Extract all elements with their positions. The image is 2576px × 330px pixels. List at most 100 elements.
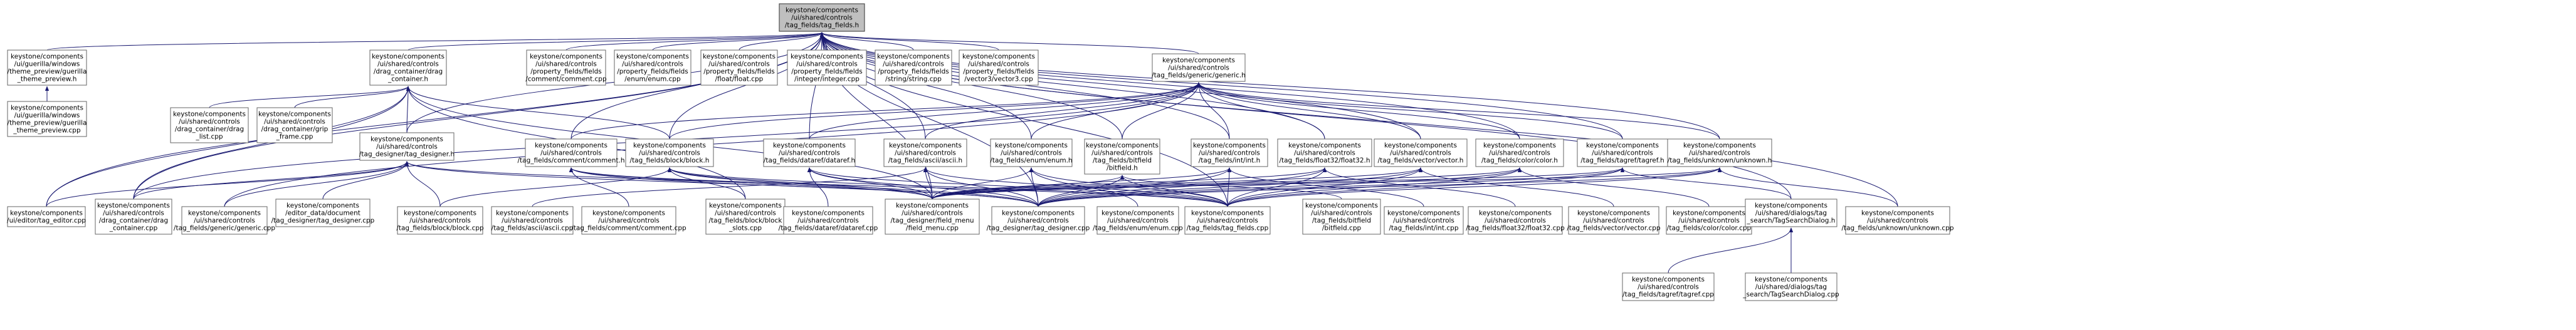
node-label-line: keystone/components [173, 111, 246, 118]
graph-node-guerilla-preview-cpp[interactable]: keystone/components/ui/guerilla/windows/… [7, 101, 87, 137]
graph-node-block-cpp[interactable]: keystone/components/ui/shared/controls/t… [396, 206, 484, 235]
node-label-line: /property_fields/fields [703, 68, 775, 76]
graph-node-tag-search-dialog-cpp[interactable]: keystone/components/ui/shared/dialogs/ta… [1742, 272, 1839, 301]
node-label-line: /tag_fields/bitfield [1312, 217, 1371, 225]
graph-node-vector3-cpp-pf[interactable]: keystone/components/ui/shared/controls/p… [959, 49, 1039, 86]
node-box [7, 49, 87, 86]
graph-node-tag-designer-cpp[interactable]: keystone/components/ui/shared/controls/t… [987, 206, 1090, 235]
graph-node-generic-h[interactable]: keystone/components/ui/shared/controls/t… [1152, 53, 1246, 82]
node-label-line: keystone/components [11, 53, 83, 61]
graph-node-drag-container-cpp[interactable]: keystone/components/ui/shared/controls/d… [95, 199, 172, 235]
graph-node-color-h[interactable]: keystone/components/ui/shared/controls/t… [1475, 138, 1564, 167]
node-box [883, 138, 967, 167]
node-label-line: /bitfield.h [1107, 165, 1138, 172]
node-label-line: keystone/components [404, 210, 476, 217]
graph-node-enum-h[interactable]: keystone/components/ui/shared/controls/t… [990, 138, 1073, 167]
graph-node-doc-tag-designer-cpp[interactable]: keystone/components/editor_data/document… [271, 199, 375, 227]
edge-float-cpp-pf-to-root [739, 32, 824, 51]
node-box [959, 49, 1039, 86]
graph-node-tagref-cpp[interactable]: keystone/components/ui/shared/controls/t… [1622, 272, 1715, 301]
graph-node-bitfield-cpp[interactable]: keystone/components/ui/shared/controls/t… [1302, 199, 1381, 235]
graph-node-bitfield-h[interactable]: keystone/components/ui/shared/controls/t… [1084, 138, 1160, 175]
graph-node-block-slots-cpp[interactable]: keystone/components/ui/shared/controls/t… [705, 199, 786, 235]
node-label-line: keystone/components [535, 142, 607, 150]
graph-node-guerilla-preview-h[interactable]: keystone/components/ui/guerilla/windows/… [7, 49, 87, 86]
node-box [625, 138, 714, 167]
node-label-line: _container.h [387, 76, 428, 83]
node-label-line: /field_menu.cpp [906, 225, 959, 232]
graph-node-comment-cpp-pf[interactable]: keystone/components/ui/shared/controls/p… [525, 49, 607, 86]
node-box [1084, 138, 1160, 175]
graph-node-enum-cpp[interactable]: keystone/components/ui/shared/controls/t… [1093, 206, 1183, 235]
graph-node-ascii-h[interactable]: keystone/components/ui/shared/controls/t… [883, 138, 967, 167]
node-label-line: keystone/components [1577, 210, 1650, 217]
graph-node-drag-container-h[interactable]: keystone/components/ui/shared/controls/d… [369, 49, 447, 86]
node-label-line: /tag_fields/tagref/tagref.h [1580, 157, 1664, 165]
node-label-line: /drag_container/drag [175, 126, 244, 133]
node-label-line: /ui/shared/controls [1311, 210, 1372, 217]
edge-string-cpp-pf-to-root [819, 32, 914, 51]
node-label-line: /ui/editor/tag_editor.cpp [7, 217, 86, 225]
graph-node-unknown-h[interactable]: keystone/components/ui/shared/controls/t… [1667, 138, 1772, 167]
graph-node-comment-h[interactable]: keystone/components/ui/shared/controls/t… [518, 138, 625, 167]
edge-tagref-cpp-to-tag-search-dialog-h [1668, 227, 1794, 274]
graph-node-float32-h[interactable]: keystone/components/ui/shared/controls/t… [1277, 138, 1372, 167]
graph-node-int-cpp[interactable]: keystone/components/ui/shared/controls/t… [1384, 206, 1464, 235]
edge-tag-editor-cpp-to-drag-container-h [46, 86, 411, 207]
node-box [1184, 206, 1271, 235]
edge-tag-fields-cpp-to-block-h [668, 167, 1228, 207]
graph-node-root[interactable]: keystone/components/ui/shared/controls/t… [779, 3, 865, 32]
graph-node-string-cpp-pf[interactable]: keystone/components/ui/shared/controls/p… [875, 49, 952, 86]
graph-node-grip-frame-cpp[interactable]: keystone/components/ui/shared/controls/d… [256, 107, 333, 143]
node-box [95, 199, 172, 235]
graph-node-drag-list-cpp[interactable]: keystone/components/ui/shared/controls/d… [170, 107, 249, 143]
graph-node-int-h[interactable]: keystone/components/ui/shared/controls/t… [1191, 138, 1268, 167]
graph-node-ascii-cpp[interactable]: keystone/components/ui/shared/controls/t… [491, 206, 574, 235]
graph-node-color-cpp[interactable]: keystone/components/ui/shared/controls/t… [1666, 206, 1752, 235]
node-label-line: /tag_fields/generic/generic.cpp [174, 225, 275, 232]
edge-bitfield-h-to-generic-h [1122, 82, 1201, 140]
edge-block-h-to-drag-container-h [406, 86, 670, 140]
node-label-line: /ui/shared/controls [179, 118, 240, 126]
edge-float32-h-to-generic-h [1196, 82, 1325, 140]
graph-node-tag-fields-cpp[interactable]: keystone/components/ui/shared/controls/t… [1184, 206, 1271, 235]
graph-node-tag-search-dialog-h[interactable]: keystone/components/ui/shared/dialogs/ta… [1745, 199, 1837, 227]
graph-node-vector-h[interactable]: keystone/components/ui/shared/controls/t… [1374, 138, 1468, 167]
edge-enum-cpp-to-enum-h [1029, 167, 1138, 207]
edge-tag-designer-cpp-to-color-h [1038, 167, 1522, 207]
graph-node-enum-cpp-pf[interactable]: keystone/components/ui/shared/controls/p… [614, 49, 691, 86]
node-label-line: /vector3/vector3.cpp [964, 76, 1033, 83]
graph-node-field-menu-cpp[interactable]: keystone/components/ui/shared/controls/t… [885, 199, 980, 235]
node-label-line: keystone/components [877, 53, 950, 61]
edge-field-menu-cpp-to-int-h [932, 167, 1232, 200]
node-label-line: /ui/shared/controls [1638, 284, 1699, 291]
node-label-line: keystone/components [633, 142, 706, 150]
node-box [1568, 206, 1659, 235]
graph-node-unknown-cpp[interactable]: keystone/components/ui/shared/controls/t… [1841, 206, 1954, 235]
graph-node-tag-designer-h[interactable]: keystone/components/ui/shared/controls/t… [359, 132, 455, 161]
node-label-line: /ui/shared/controls [1592, 150, 1653, 157]
node-label-line: /drag_container/drag [374, 68, 443, 76]
node-label-line: keystone/components [1305, 202, 1378, 210]
edge-vector3-cpp-pf-to-root [819, 32, 999, 51]
graph-node-dataref-cpp[interactable]: keystone/components/ui/shared/controls/t… [779, 206, 878, 235]
edge-vector-cpp-to-vector-h [1418, 167, 1614, 207]
node-label-line: keystone/components [1586, 142, 1659, 150]
graph-node-float-cpp-pf[interactable]: keystone/components/ui/shared/controls/p… [700, 49, 778, 86]
graph-node-tagref-h[interactable]: keystone/components/ui/shared/controls/t… [1577, 138, 1668, 167]
node-label-line: /ui/shared/controls [895, 150, 956, 157]
node-label-line: /ui/shared/controls [103, 210, 164, 217]
graph-node-generic-cpp[interactable]: keystone/components/ui/shared/controls/t… [174, 206, 275, 235]
graph-node-comment-cpp[interactable]: keystone/components/ui/shared/controls/t… [571, 206, 686, 235]
graph-node-block-h[interactable]: keystone/components/ui/shared/controls/t… [625, 138, 714, 167]
node-box [763, 138, 856, 167]
graph-node-integer-cpp-pf[interactable]: keystone/components/ui/shared/controls/p… [787, 49, 867, 86]
graph-node-vector-cpp[interactable]: keystone/components/ui/shared/controls/t… [1567, 206, 1661, 235]
node-label-line: /tag_fields/bitfield [1093, 157, 1152, 165]
graph-node-tag-editor-cpp[interactable]: keystone/components/ui/editor/tag_editor… [7, 206, 86, 227]
node-label-line: /theme_preview/guerilla [8, 68, 87, 76]
node-label-line: /ui/shared/controls [264, 118, 325, 126]
edge-vector-h-to-generic-h [1196, 82, 1421, 140]
graph-node-float32-cpp[interactable]: keystone/components/ui/shared/controls/t… [1466, 206, 1565, 235]
graph-node-dataref-h[interactable]: keystone/components/ui/shared/controls/t… [763, 138, 856, 167]
